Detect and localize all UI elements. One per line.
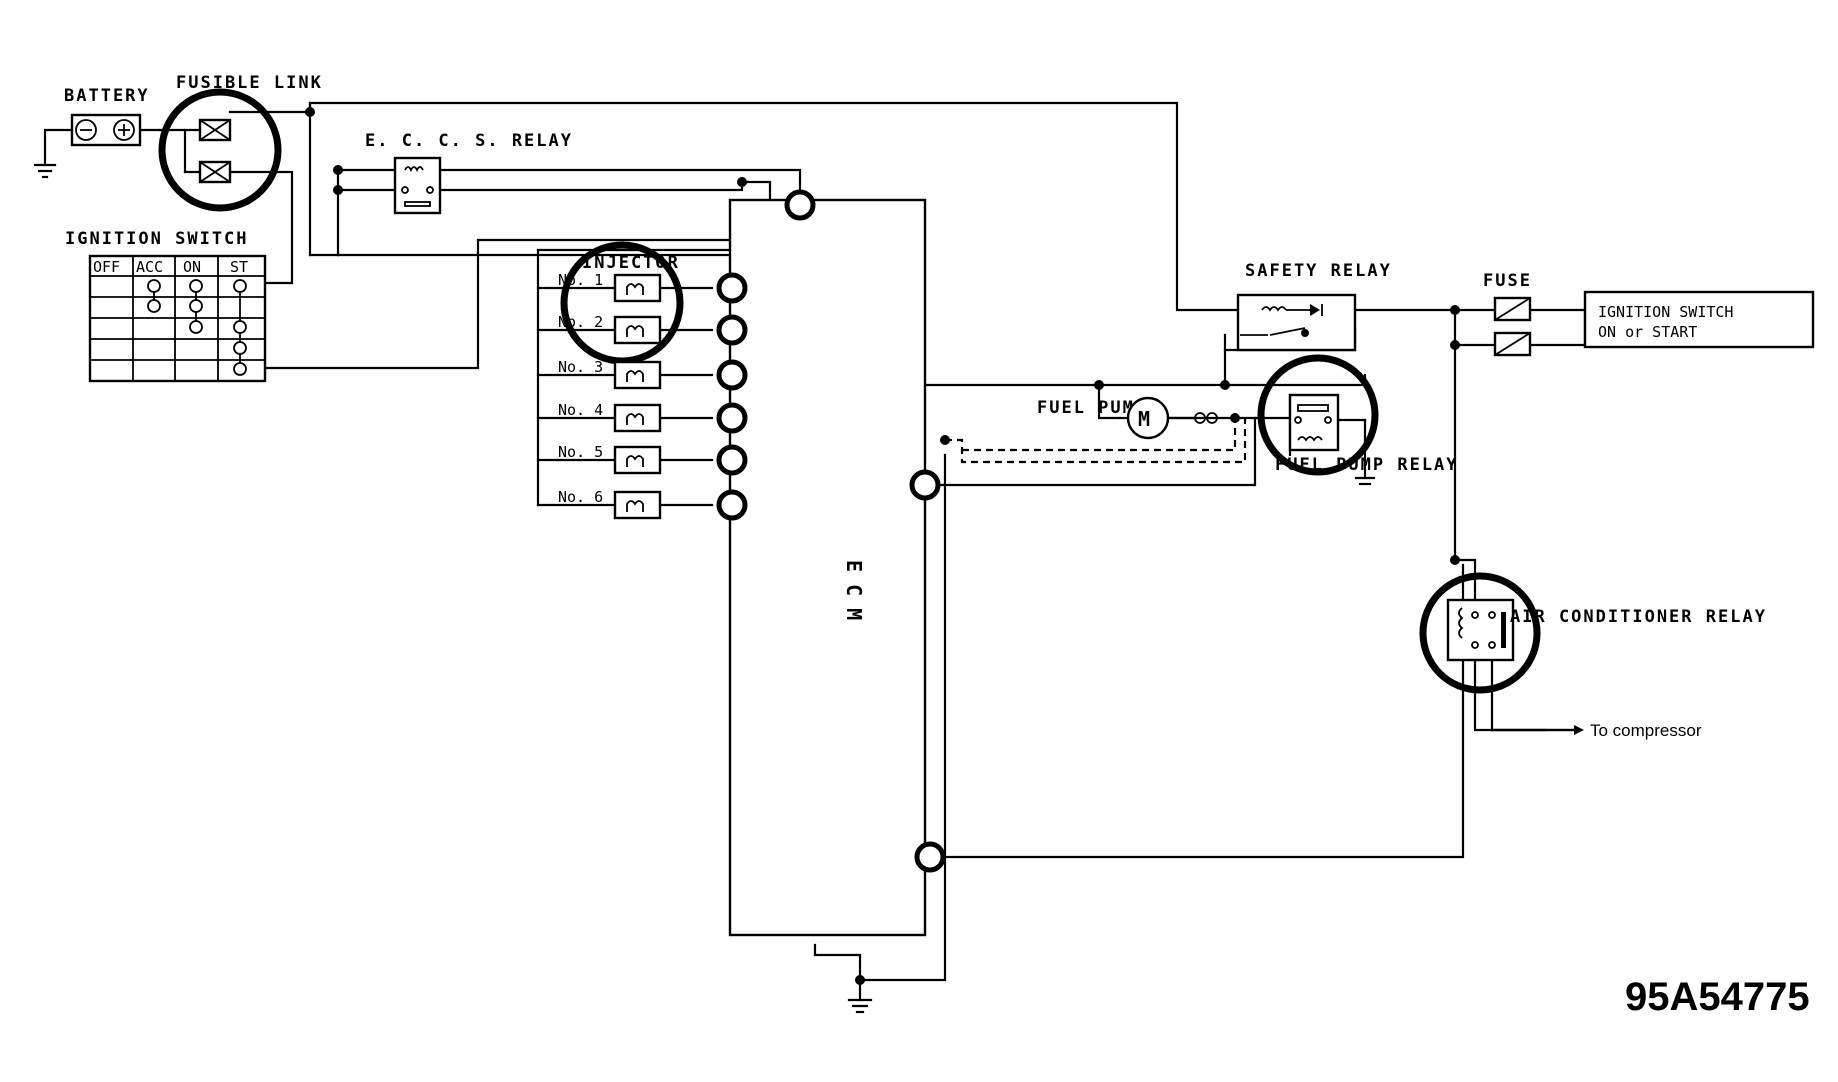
ignition-switch-label: IGNITION SWITCH bbox=[65, 229, 249, 249]
injector-2: No. 2 bbox=[558, 313, 662, 345]
fusible-link-label: FUSIBLE LINK bbox=[176, 73, 323, 93]
eccs-relay: E. C. C. S. RELAY bbox=[365, 131, 573, 215]
ignition-on-start-label-2: ON or START bbox=[1598, 323, 1697, 341]
injector-5: No. 5 bbox=[558, 443, 662, 475]
injector-5-label: No. 5 bbox=[558, 443, 603, 461]
ecm: E C M bbox=[728, 198, 927, 937]
to-compressor: To compressor bbox=[1490, 721, 1702, 740]
battery: BATTERY bbox=[64, 86, 150, 147]
injector-group: INJECTOR No. 1 No. 2 No. 3 No. 4 No. 5 bbox=[558, 241, 684, 520]
injector-4: No. 4 bbox=[558, 401, 662, 433]
ignition-switch-on-start: IGNITION SWITCH ON or START bbox=[1583, 290, 1815, 349]
injector-2-label: No. 2 bbox=[558, 313, 603, 331]
figure-reference: 95A54775 bbox=[1625, 975, 1810, 1019]
injector-label: INJECTOR bbox=[582, 253, 680, 273]
injector-4-label: No. 4 bbox=[558, 401, 603, 419]
fuel-pump-relay: FUEL PUMP RELAY bbox=[1257, 354, 1459, 486]
ignition-switch: IGNITION SWITCH OFF ACC ON ST bbox=[65, 229, 267, 383]
fuse-block: FUSE bbox=[1483, 271, 1532, 357]
injector-1-label: No. 1 bbox=[558, 271, 603, 289]
injector-3-label: No. 3 bbox=[558, 358, 603, 376]
injector-3: No. 3 bbox=[558, 358, 662, 390]
eccs-relay-label: E. C. C. S. RELAY bbox=[365, 131, 573, 151]
battery-label: BATTERY bbox=[64, 86, 150, 106]
ecm-ground-icon bbox=[847, 998, 873, 1014]
ac-relay-label: AIR CONDITIONER RELAY bbox=[1510, 607, 1767, 627]
safety-relay: SAFETY RELAY bbox=[1236, 261, 1392, 352]
ecm-label: E C M bbox=[842, 560, 866, 620]
ecm-connectors bbox=[716, 189, 946, 873]
fuel-pump-label: FUEL PUMP bbox=[1037, 398, 1147, 418]
ignition-on-start-label-1: IGNITION SWITCH bbox=[1598, 303, 1733, 321]
safety-relay-label: SAFETY RELAY bbox=[1245, 261, 1392, 281]
fuel-pump: FUEL PUMP M bbox=[1037, 396, 1218, 440]
fuel-pump-relay-label: FUEL PUMP RELAY bbox=[1275, 455, 1459, 475]
wires bbox=[43, 101, 1587, 1002]
ign-header-st: ST bbox=[230, 258, 248, 276]
ign-header-acc: ACC bbox=[136, 258, 163, 276]
to-compressor-label: To compressor bbox=[1590, 721, 1702, 740]
motor-symbol: M bbox=[1138, 407, 1150, 431]
injector-6-label: No. 6 bbox=[558, 488, 603, 506]
fuse-label: FUSE bbox=[1483, 271, 1532, 291]
junction-dots bbox=[305, 107, 1460, 985]
air-conditioner-relay: AIR CONDITIONER RELAY bbox=[1419, 572, 1767, 694]
fusible-link: FUSIBLE LINK bbox=[158, 73, 323, 212]
battery-ground-icon bbox=[33, 163, 57, 179]
injector-6: No. 6 bbox=[558, 488, 662, 520]
ign-header-off: OFF bbox=[93, 258, 120, 276]
injector-1: No. 1 bbox=[558, 271, 662, 303]
ign-header-on: ON bbox=[183, 258, 201, 276]
